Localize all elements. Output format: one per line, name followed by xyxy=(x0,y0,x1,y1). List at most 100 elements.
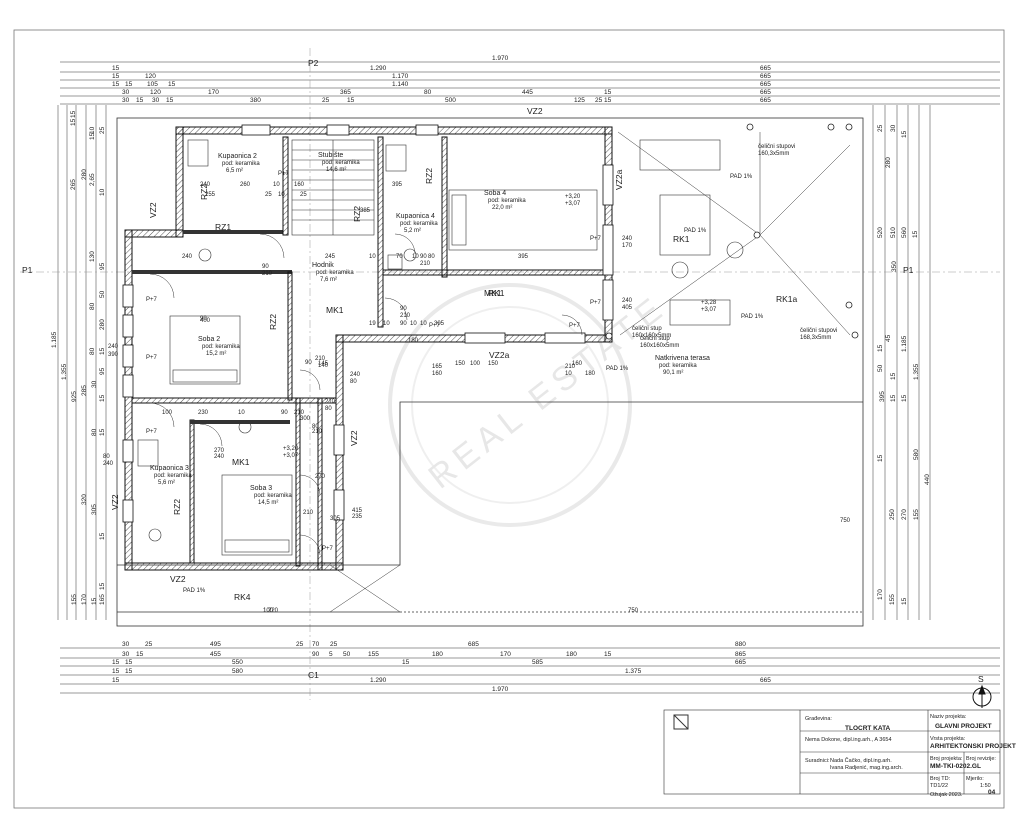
top-dimension-label: 445 xyxy=(522,89,533,96)
left-dimension-label: 25 xyxy=(99,126,106,134)
interior-dimension-label: 395 xyxy=(392,182,403,188)
interior-dimension-label: 70 xyxy=(396,254,403,260)
right-dimension-label: 45 xyxy=(885,334,892,342)
top-dimension-label: 15 xyxy=(166,97,174,104)
left-dimension-label: 15 xyxy=(89,132,96,140)
top-dimension-label: 170 xyxy=(208,89,219,96)
left-dimension-label: 15 xyxy=(99,428,106,436)
top-dimension-label: 15 xyxy=(168,81,176,88)
room-name-label: Kupaonica 4 xyxy=(396,213,435,220)
element-code-label: RZ2 xyxy=(424,168,434,184)
left-dimension-label: 50 xyxy=(99,290,106,298)
interior-dimension-label: 160 xyxy=(572,361,583,367)
element-code-label: RZ2 xyxy=(268,314,278,330)
bottom-dimension-label: 665 xyxy=(760,677,771,684)
element-code-label: VZ2 xyxy=(110,494,120,510)
interior-dimension-label: 300 xyxy=(300,416,311,422)
bottom-dimension-label: 15 xyxy=(125,668,133,675)
room-area-label: 15,2 m² xyxy=(206,351,226,357)
top-dimension-chains xyxy=(60,61,1000,105)
title-block-logo xyxy=(673,714,689,730)
room-name-label: Kupaonica 2 xyxy=(218,153,257,160)
wall-mark-label: P+7 xyxy=(429,323,441,329)
interior-dimension-label: 240 xyxy=(103,461,114,467)
bottom-dimension-label: 15 xyxy=(125,659,133,666)
interior-dimension-label: 240 xyxy=(108,344,119,350)
top-dimension-label: 120 xyxy=(145,73,156,80)
interior-dimension-label: 255 xyxy=(205,192,216,198)
left-dimension-label: 10 xyxy=(89,126,96,134)
bottom-dimension-label: 580 xyxy=(232,668,243,675)
left-dimension-label: 265 xyxy=(70,179,77,190)
element-code-label: MK1 xyxy=(484,288,502,298)
interior-dimension-label: 90 xyxy=(420,254,427,260)
left-dimension-label: 15 xyxy=(99,532,106,540)
interior-dimension-label: 270 xyxy=(315,474,326,480)
element-code-label: RZ2 xyxy=(172,499,182,515)
sheet-border xyxy=(13,29,1005,809)
top-dimension-label: 665 xyxy=(760,89,771,96)
left-dimension-label: 170 xyxy=(81,594,88,605)
bottom-dimension-label: 30 xyxy=(122,641,130,648)
top-dimension-label: 105 xyxy=(147,81,158,88)
interior-dimension-label: 10 xyxy=(420,321,427,327)
title-block xyxy=(663,709,1001,795)
bottom-dimension-label: 550 xyxy=(232,659,243,666)
interior-dimension-label: 10 xyxy=(278,192,285,198)
interior-dimension-label: 235 xyxy=(352,514,363,520)
left-dimension-label: 15 xyxy=(70,110,77,118)
room-floor-label: pod: keramika xyxy=(154,473,192,479)
slope-label: PAD 1% xyxy=(684,228,707,234)
north-label: S xyxy=(978,674,984,684)
left-dimension-label: 925 xyxy=(71,391,78,402)
right-dimension-label: 350 xyxy=(891,261,898,272)
left-dimension-label: 305 xyxy=(91,504,98,515)
element-code-label: RK1 xyxy=(673,234,690,244)
element-code-label: RK1a xyxy=(776,294,798,304)
column-note: 160x160x5mm xyxy=(632,333,671,339)
bottom-dimension-label: 90 xyxy=(312,651,320,658)
title-block-label: Broj revizije: xyxy=(966,756,996,762)
interior-dimension-label: 100 xyxy=(162,410,173,416)
room-floor-label: pod: keramika xyxy=(254,493,292,499)
right-dimension-chains xyxy=(872,105,931,620)
interior-dimension-label: 100 xyxy=(263,608,274,614)
bottom-dimension-label: 30 xyxy=(122,651,130,658)
room-area-label: 6,5 m² xyxy=(226,168,243,174)
wall-mark-label: P+7 xyxy=(278,171,290,177)
title-block-date: Ožujak 2023. xyxy=(930,792,963,798)
title-block-label: Broj projekta: xyxy=(930,756,963,762)
title-block-project: GLAVNI PROJEKT xyxy=(935,723,992,730)
right-dimension-label: 15 xyxy=(912,230,919,238)
level-mark-top: +3,28 xyxy=(701,300,717,306)
element-code-label: RZ1 xyxy=(215,222,231,232)
columns xyxy=(605,123,859,340)
element-code-label: RZ2 xyxy=(199,184,209,200)
top-dimension-label: 380 xyxy=(250,97,261,104)
left-dimension-label: 285 xyxy=(81,385,88,396)
north-arrow xyxy=(972,684,992,708)
interior-dimension-label: 270 xyxy=(214,448,225,454)
right-dimension-label: 395 xyxy=(879,391,886,402)
level-mark-top: +3,20 xyxy=(565,194,581,200)
interior-dimension-label: 10 xyxy=(412,254,419,260)
element-code-label: VZ2a xyxy=(489,350,510,360)
interior-dimension-label: 90 xyxy=(305,360,312,366)
interior-dimension-label: 210 xyxy=(315,356,326,362)
bottom-dimension-label: 665 xyxy=(735,659,746,666)
left-dimension-label: 15 xyxy=(70,118,77,126)
title-block-label: Mjerilo: xyxy=(966,776,984,782)
interior-dimension-label: 170 xyxy=(622,243,633,249)
bottom-dimension-label: 865 xyxy=(735,651,746,658)
interior-dimension-label: 10 xyxy=(383,321,390,327)
bottom-dimension-label: 1.375 xyxy=(625,668,642,675)
top-dimension-label: 30 xyxy=(152,97,160,104)
title-block-scale: 1:50 xyxy=(980,783,991,789)
bottom-dimension-label: 155 xyxy=(368,651,379,658)
bottom-dimension-chains xyxy=(60,647,1000,694)
interior-dimension-label: 415 xyxy=(352,508,363,514)
bottom-dimension-label: 685 xyxy=(468,641,479,648)
left-dimension-label: 2,65 xyxy=(89,173,96,186)
room-name-label: Soba 2 xyxy=(198,336,220,343)
interior-dimension-label: 750 xyxy=(840,518,851,524)
